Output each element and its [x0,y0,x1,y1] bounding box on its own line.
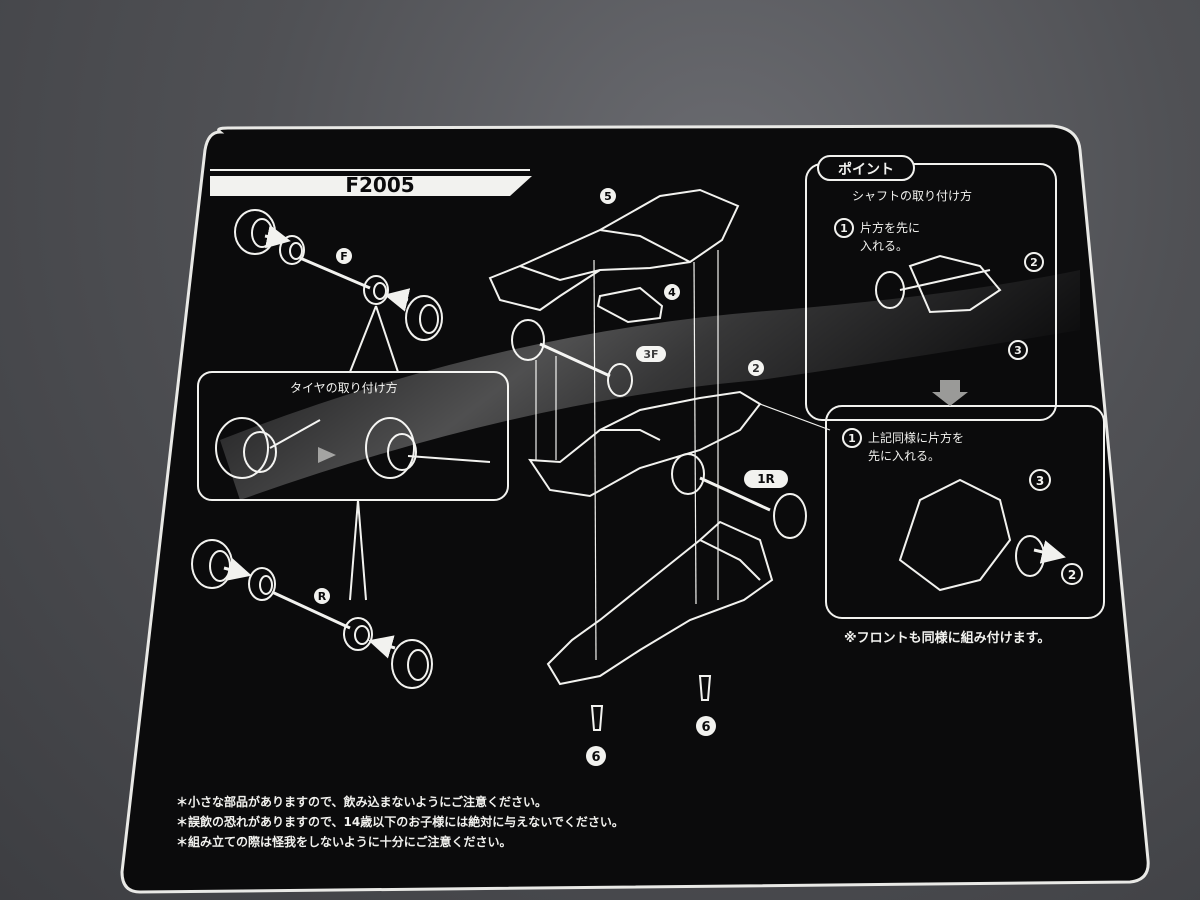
step2-line2: 先に入れる。 [868,449,940,463]
rear-label-marker: R [314,588,330,604]
svg-text:1R: 1R [757,472,775,486]
warning-line-2: ＊誤飲の恐れがありますので、14歳以下のお子様には絶対に与えないでください。 [176,814,624,829]
title-banner: F2005 [210,169,532,197]
svg-text:6: 6 [591,750,600,765]
part-number-6-right: 6 [696,716,716,736]
svg-text:F: F [340,250,348,263]
light-glare [220,270,1080,500]
point-heading: ポイント [838,161,894,178]
part-number-6-left: 6 [586,746,606,766]
marker-3b: 3 [1036,474,1044,488]
front-note: ※フロントも同様に組み付けます。 [844,630,1050,646]
marker-2b: 2 [1068,568,1076,582]
instruction-card [120,124,1150,894]
marker-3a: 3 [1014,344,1022,357]
part-number-4: 4 [664,284,680,300]
step1-line1: 片方を先に [860,220,920,235]
part-number-1r: 1R [744,470,788,488]
front-tire-assembly [234,209,443,373]
warning-line-1: ＊小さな部品がありますので、飲み込まないようにご注意ください。 [176,794,547,809]
svg-text:6: 6 [701,720,710,735]
svg-text:R: R [318,590,327,603]
step1-line2: 入れる。 [860,239,908,253]
rear-tire-assembly [191,539,433,689]
step2-line1: 上記同様に片方を [868,430,964,445]
warnings-block: ＊小さな部品がありますので、飲み込まないようにご注意ください。 ＊誤飲の恐れがあ… [176,794,624,849]
point-subheading: シャフトの取り付け方 [852,188,972,203]
step-marker-1b: 1 [848,432,856,445]
part-number-5: 5 [600,188,616,204]
svg-text:5: 5 [604,190,612,203]
step-marker-1a: 1 [840,222,848,235]
marker-2a: 2 [1030,256,1038,269]
point-box: ポイント シャフトの取り付け方 1 片方を先に 入れる。 2 3 1 上記同様に… [805,155,1105,646]
warning-line-3: ＊組み立ての際は怪我をしないように十分にご注意ください。 [176,834,512,849]
svg-text:4: 4 [668,286,676,299]
front-label-marker: F [336,248,352,264]
down-arrow-icon [932,380,968,406]
model-title: F2005 [345,173,414,197]
